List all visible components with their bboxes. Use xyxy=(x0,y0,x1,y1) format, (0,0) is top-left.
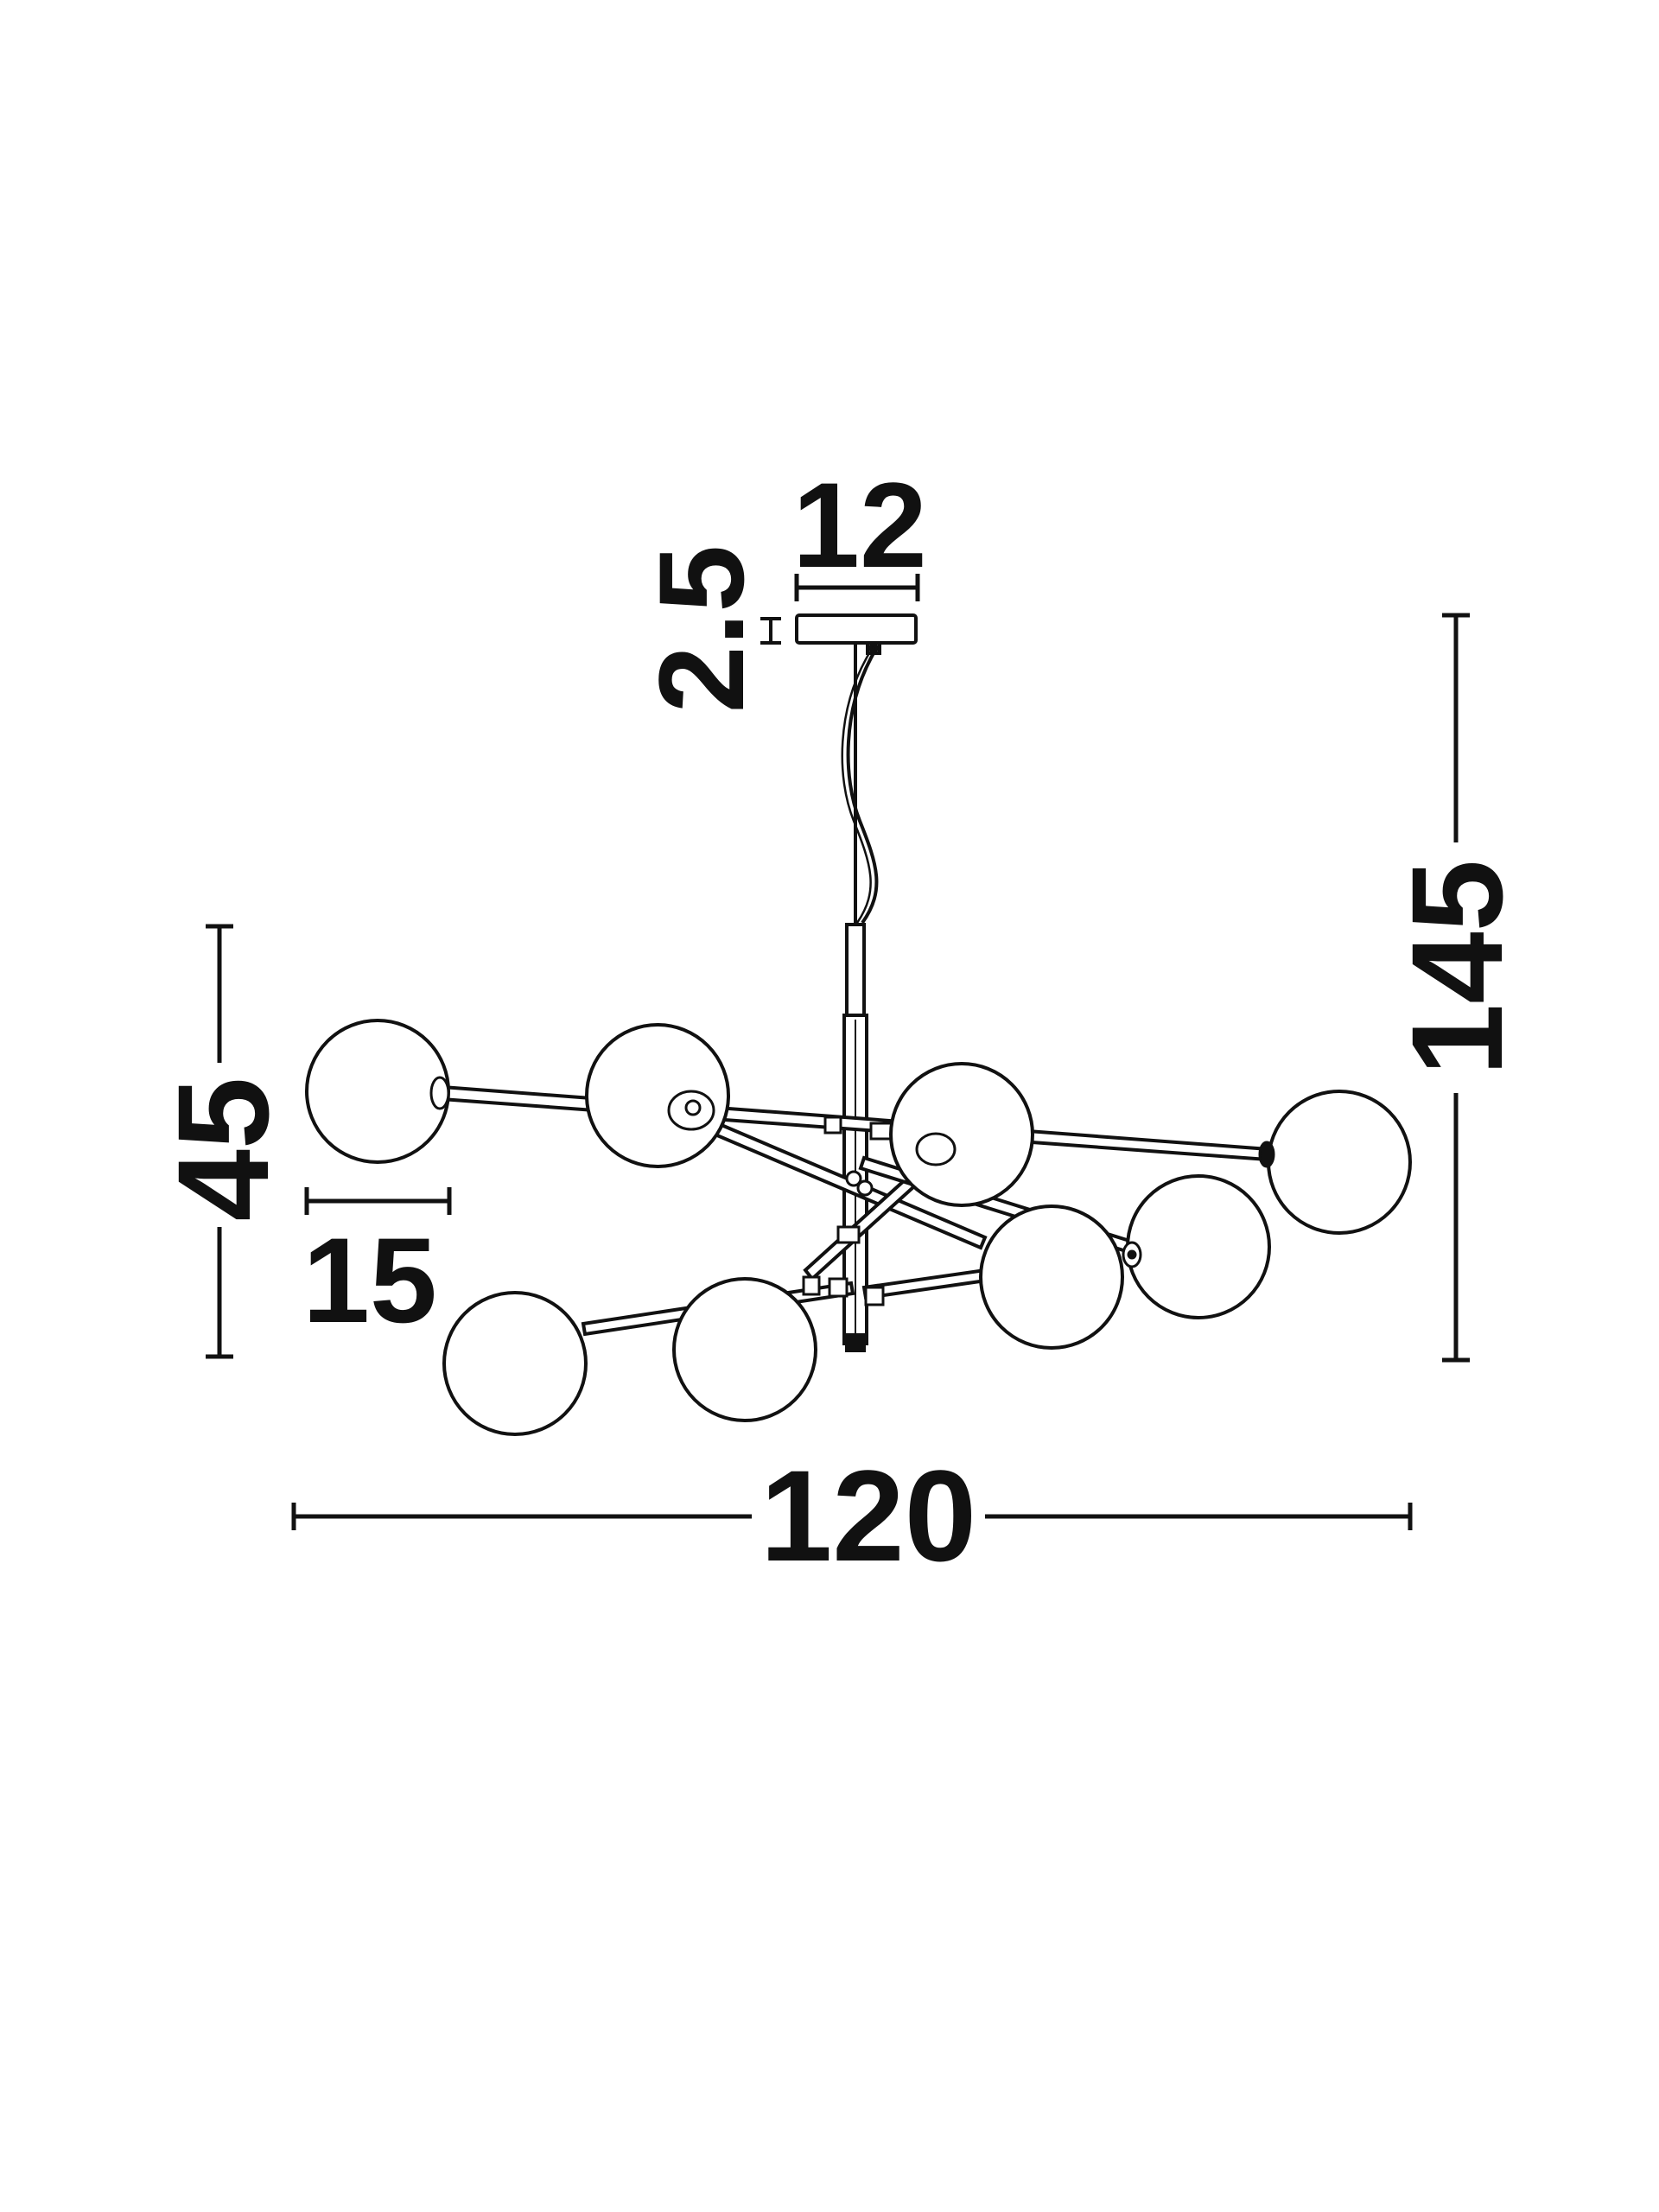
canopy-width-label: 12 xyxy=(792,457,927,593)
dim-canopy-height xyxy=(760,617,781,645)
suspension xyxy=(841,643,879,925)
dim-total-width xyxy=(291,1503,1413,1530)
globe-center-left xyxy=(585,1023,730,1168)
dim-canopy-width xyxy=(794,574,920,601)
globe-center xyxy=(889,1062,1034,1207)
globe-bottom-center xyxy=(672,1277,817,1422)
dim-total-height xyxy=(1442,613,1470,1363)
total-width-label: 120 xyxy=(760,1443,976,1588)
canopy xyxy=(795,613,918,655)
globe-center-right-low xyxy=(979,1205,1124,1350)
globe-right-mid xyxy=(1126,1174,1271,1319)
globes xyxy=(305,1019,1412,1436)
globe-left-top xyxy=(305,1019,450,1164)
globe-bottom-left xyxy=(442,1291,588,1436)
body-height-label: 45 xyxy=(150,1077,296,1222)
globe-diameter-label: 15 xyxy=(302,1212,437,1348)
total-height-label: 145 xyxy=(1384,860,1529,1076)
dim-body-height xyxy=(206,924,233,1359)
globe-sockets xyxy=(429,1076,1275,1268)
dim-globe-diameter xyxy=(304,1187,452,1215)
globe-right xyxy=(1267,1090,1412,1235)
canopy-height-label: 2.5 xyxy=(633,545,769,714)
